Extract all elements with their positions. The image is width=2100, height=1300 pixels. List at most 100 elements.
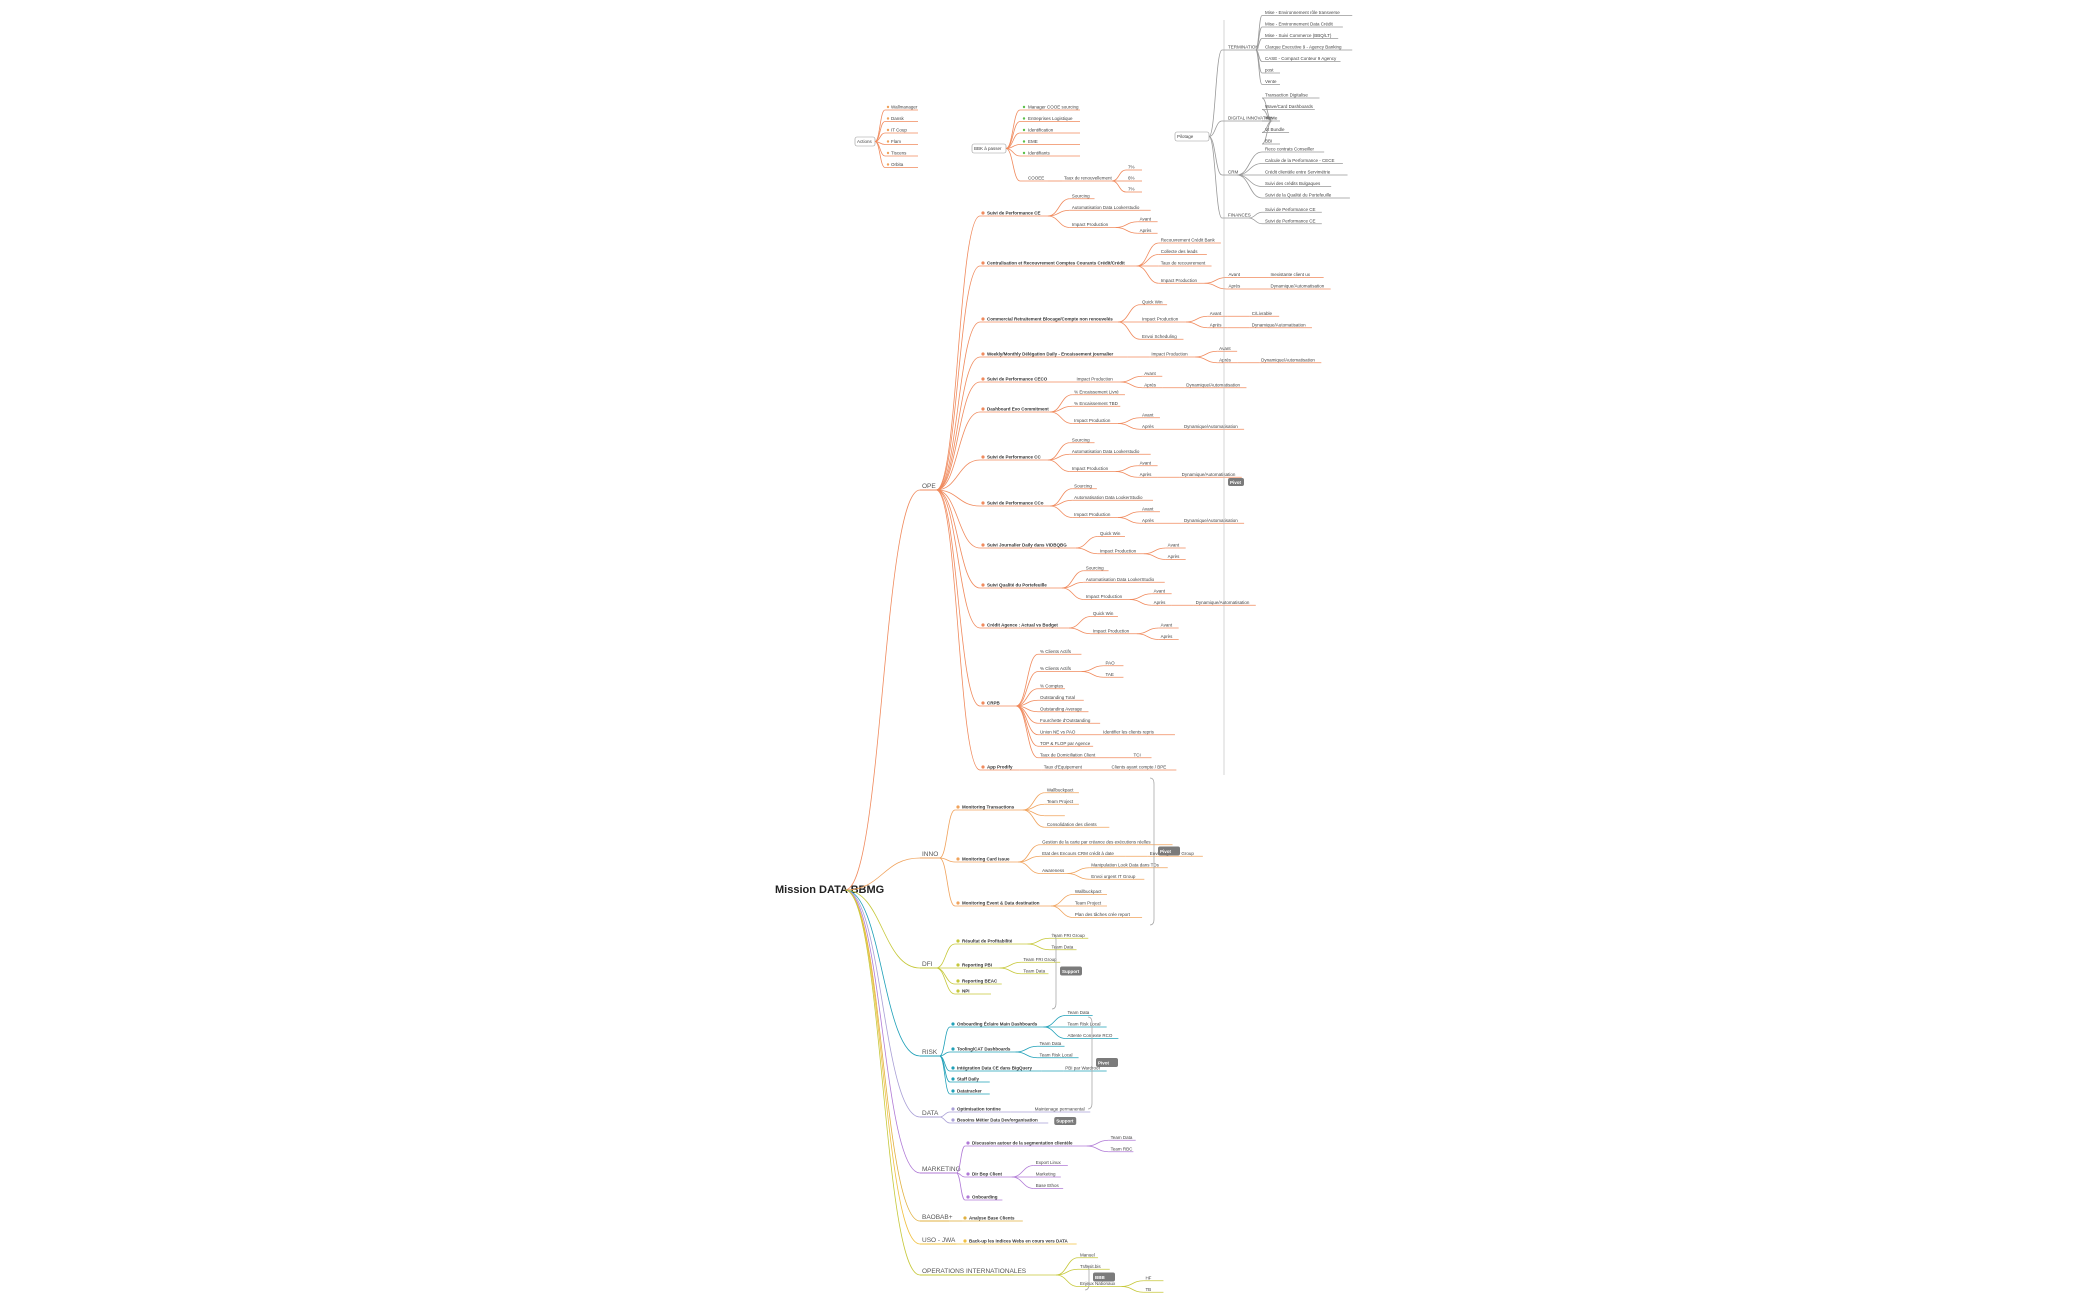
edge (1204, 282, 1227, 290)
bullet-icon (981, 583, 985, 587)
node-label: Avant (1229, 272, 1241, 277)
bullet-icon (951, 1077, 955, 1081)
node-label: Avant (1168, 543, 1180, 548)
edge (1117, 423, 1140, 430)
edge (1015, 1051, 1038, 1059)
pct-value: 7% (1128, 165, 1135, 170)
edge (1136, 633, 1159, 640)
branch-label: OPERATIONS INTERNATIONALES (922, 1268, 1027, 1275)
group-bracket (1149, 777, 1155, 926)
edge (1050, 505, 1073, 518)
pipeline-item: Suivi de Performance CE (1265, 218, 1316, 223)
edge (936, 321, 981, 491)
node-label: Après (1210, 322, 1223, 327)
node-label: Avant (1161, 623, 1173, 628)
edge (1115, 227, 1138, 234)
edge (844, 489, 921, 891)
bullet-icon (981, 455, 985, 459)
node-label: Transit.bis (1080, 1264, 1101, 1269)
bbk-link: COOEE (1028, 176, 1044, 181)
edge (1015, 705, 1039, 747)
bbk-item: Identifiants (1028, 151, 1051, 156)
bullet-icon (966, 1141, 970, 1145)
topic-label: Analyse Base Clients (969, 1216, 1015, 1221)
edge (956, 1172, 966, 1201)
node-label: Team Data (1068, 1010, 1090, 1015)
edge (1111, 180, 1127, 193)
node-label: % Clients Actifs (1040, 649, 1072, 654)
pipeline-item: Transaction Digitalise (1265, 93, 1308, 98)
actor-item: Flam (891, 139, 901, 144)
node-label: Dynamique/Automatisation (1182, 472, 1236, 477)
edge (939, 809, 956, 859)
node-label: % Encaissement TBD (1074, 401, 1118, 406)
edge (1236, 174, 1263, 199)
edge (1236, 151, 1263, 176)
node-label: Automatisation Data LookerStudio (1086, 577, 1155, 582)
topic-label: Reporting PBI (962, 963, 992, 968)
topic-label: Suivi Qualité du Portefeuille (987, 583, 1047, 588)
edge (1117, 517, 1140, 524)
edge (1050, 894, 1073, 907)
node-label: Team FRI Group (1023, 957, 1057, 962)
bbk-item: EME (1028, 139, 1038, 144)
bullet-icon (981, 377, 985, 381)
node-label: Recouvrement Crédit Bank (1161, 238, 1216, 243)
edge (1015, 1045, 1038, 1053)
edge (939, 1055, 951, 1095)
edge (1117, 511, 1140, 518)
node-label: Team FRI Group (1052, 933, 1086, 938)
edge (1068, 616, 1091, 629)
node-label: Sourcing (1072, 193, 1090, 198)
bullet-icon (951, 1089, 955, 1093)
node-label: Impact Production (1074, 512, 1111, 517)
node-label: Taux d'Equipement (1044, 765, 1083, 770)
bullet-icon (951, 1047, 955, 1051)
bullet-icon (1022, 105, 1026, 109)
actors-label: Actions (857, 139, 873, 144)
topic-label: Monitoring Transactions (962, 805, 1015, 810)
branch-label: MARKETING (922, 1166, 961, 1173)
node-label: Avant (1142, 506, 1154, 511)
node-label: PBI par Wardroof (1065, 1066, 1100, 1071)
group-bracket (1084, 1264, 1090, 1291)
node-label: Après (1168, 554, 1181, 559)
bullet-icon (981, 765, 985, 769)
edge (1055, 1268, 1079, 1276)
edge (1237, 163, 1263, 176)
edge (999, 967, 1022, 975)
node-label: % Clients Actifs (1040, 666, 1072, 671)
tag-badge (1054, 1117, 1077, 1125)
edge (1047, 453, 1070, 461)
edge (935, 489, 981, 771)
bullet-icon (1022, 140, 1026, 143)
bullet-icon (981, 623, 985, 627)
node-label: TOP & FLOP par Agence (1040, 741, 1091, 746)
edge (1129, 599, 1152, 606)
edge (936, 381, 981, 491)
edge (1237, 174, 1263, 187)
edge (936, 356, 981, 491)
node-label: Impact Production (1072, 222, 1109, 227)
group-label: Pivot (1160, 849, 1172, 854)
node-label: Sourcing (1072, 437, 1090, 442)
bullet-icon (951, 1107, 955, 1111)
edge (939, 857, 956, 863)
bullet-icon (886, 117, 890, 120)
branch-label: DFI (922, 961, 933, 968)
node-label: Impact Production (1072, 466, 1109, 471)
node-label: Automatisation Data Lookerstudio (1072, 449, 1140, 454)
edge (936, 411, 981, 491)
node-label: Quick Win (1100, 531, 1121, 536)
pipeline-item: Clarque Executive 9 - Agency Banking (1265, 45, 1342, 50)
edge (939, 1116, 951, 1124)
node-label: Avant (1219, 346, 1231, 351)
topic-label: Optimisation tontine (957, 1107, 1001, 1112)
edge (1120, 381, 1143, 389)
edge (1075, 536, 1098, 549)
bullet-icon (886, 151, 890, 155)
edge (1115, 221, 1138, 228)
topic-label: Intégration Data CE dans BigQuery (957, 1066, 1033, 1071)
edge (939, 1055, 951, 1083)
